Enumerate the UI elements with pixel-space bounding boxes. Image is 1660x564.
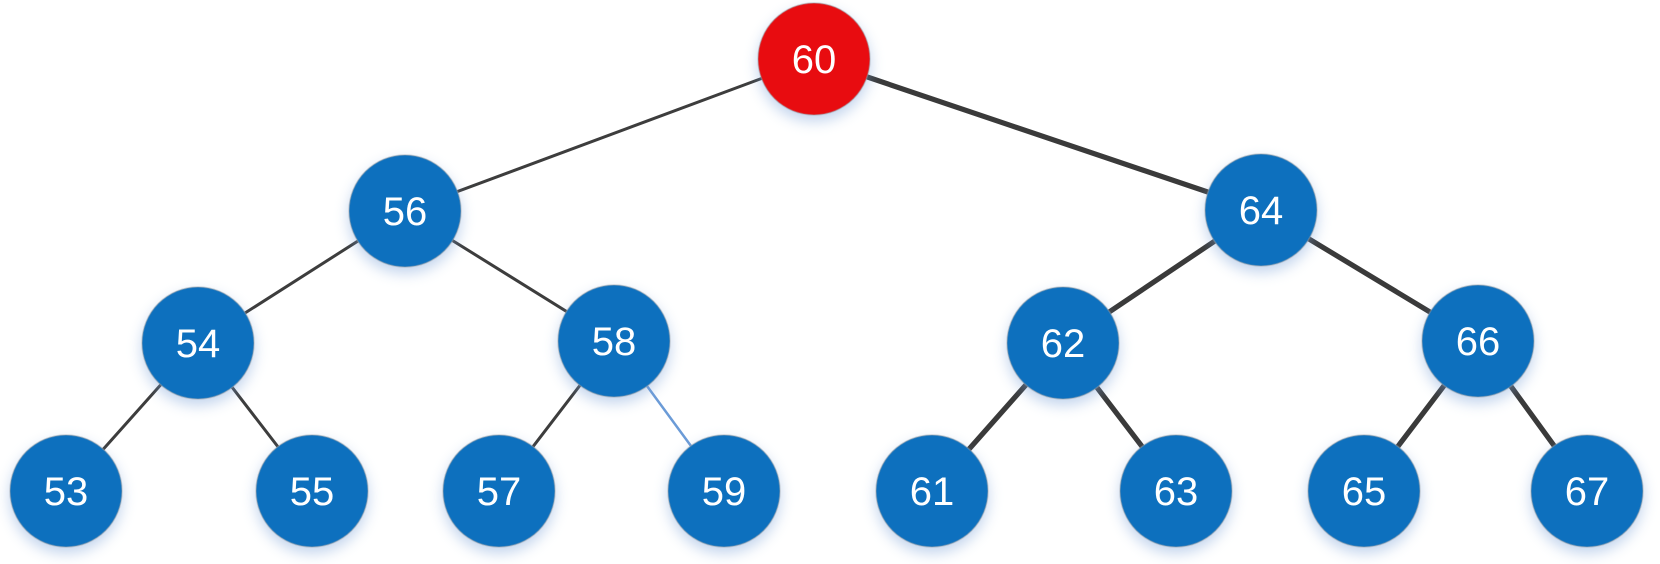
tree-node-circle-55 — [255, 434, 369, 548]
tree-node-59: 59 — [667, 434, 781, 548]
tree-node-circle-65 — [1307, 434, 1421, 548]
tree-node-54: 54 — [141, 286, 255, 400]
tree-node-circle-62 — [1006, 286, 1120, 400]
tree-node-61: 61 — [875, 434, 989, 548]
tree-node-67: 67 — [1530, 434, 1644, 548]
edges-layer — [64, 56, 1590, 494]
tree-node-circle-63 — [1119, 434, 1233, 548]
tree-node-circle-67 — [1530, 434, 1644, 548]
tree-node-circle-58 — [557, 284, 671, 398]
tree-node-circle-54 — [141, 286, 255, 400]
tree-node-55: 55 — [255, 434, 369, 548]
tree-node-65: 65 — [1307, 434, 1421, 548]
tree-node-circle-60 — [757, 2, 871, 116]
tree-node-64: 64 — [1204, 153, 1318, 267]
tree-node-circle-61 — [875, 434, 989, 548]
tree-node-circle-57 — [442, 434, 556, 548]
tree-edge-60-56 — [403, 57, 816, 213]
nodes-layer: 60 56 64 54 58 62 66 53 55 57 59 61 63 65 67 — [9, 2, 1644, 548]
tree-node-60: 60 — [757, 2, 871, 116]
tree-node-57: 57 — [442, 434, 556, 548]
tree-edge-60-64 — [811, 56, 1264, 213]
tree-node-56: 56 — [348, 154, 462, 268]
tree-node-circle-53 — [9, 434, 123, 548]
tree-node-66: 66 — [1421, 284, 1535, 398]
tree-node-circle-64 — [1204, 153, 1318, 267]
tree-node-circle-59 — [667, 434, 781, 548]
tree-node-circle-66 — [1421, 284, 1535, 398]
tree-node-circle-56 — [348, 154, 462, 268]
tree-node-63: 63 — [1119, 434, 1233, 548]
tree-node-58: 58 — [557, 284, 671, 398]
tree-node-53: 53 — [9, 434, 123, 548]
tree-node-62: 62 — [1006, 286, 1120, 400]
